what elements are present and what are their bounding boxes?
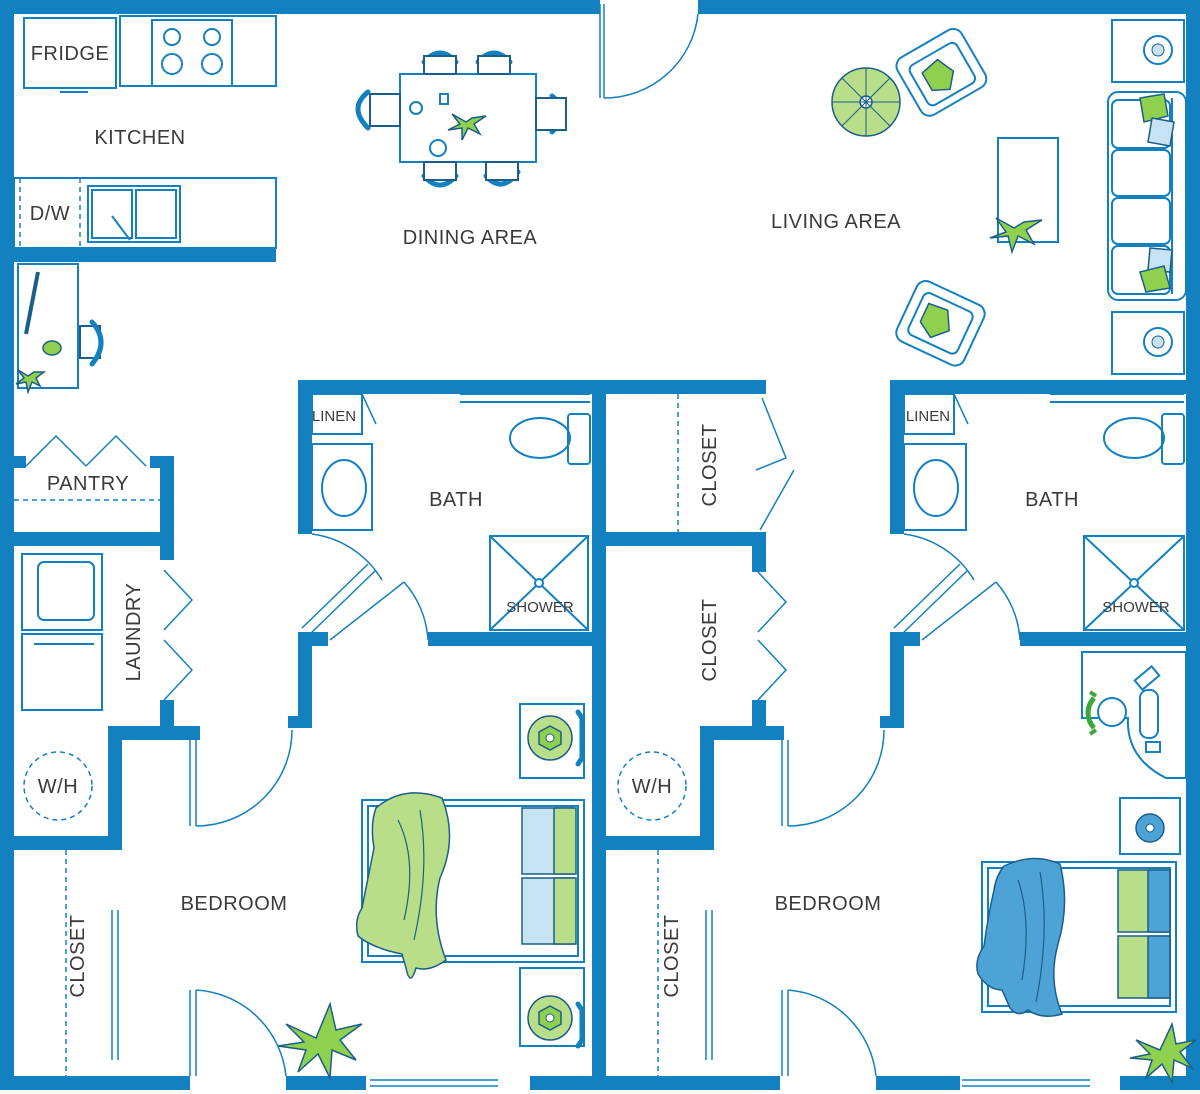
closet-bed2-label: CLOSET <box>661 914 683 997</box>
vanity-1 <box>311 443 373 531</box>
washer <box>21 553 103 631</box>
toilet-2 <box>1103 413 1185 465</box>
closet-hall-top-label: CLOSET <box>699 423 721 506</box>
armchair-top <box>895 27 988 117</box>
pantry: PANTRY <box>14 434 160 501</box>
dining-area: DINING AREA <box>355 50 567 249</box>
bedroom-2: BEDROOM CLOSET <box>657 729 1197 1087</box>
kitchen: FRIDGE KITCHEN D/W <box>13 15 277 249</box>
bed-2 <box>976 857 1177 1017</box>
toilet-1 <box>509 413 591 465</box>
bed-1 <box>355 792 585 979</box>
dryer <box>21 633 103 711</box>
bath-1-label: BATH <box>429 489 483 511</box>
shower-2-label: SHOWER <box>1102 599 1170 616</box>
bath-1: LINEN BATH SHOWER <box>301 393 591 641</box>
sofa <box>1107 91 1187 301</box>
bedroom-1-label: BEDROOM <box>181 893 288 915</box>
living-label: LIVING AREA <box>771 211 901 233</box>
linen-1-label: LINEN <box>312 408 356 425</box>
front-door[interactable] <box>599 4 699 99</box>
dining-table <box>399 73 537 163</box>
counter <box>13 177 277 249</box>
laundry-label: LAUNDRY <box>123 583 145 682</box>
shower-2: SHOWER <box>1083 535 1185 631</box>
water-heater <box>23 751 93 821</box>
dishwasher-label: D/W <box>30 203 70 225</box>
bedroom-1: BEDROOM CLOSET <box>65 703 585 1087</box>
fridge <box>23 17 117 89</box>
plant-icon <box>447 113 487 141</box>
sink <box>87 185 181 243</box>
closet-bed1-label: CLOSET <box>67 914 89 997</box>
shower-1: SHOWER <box>489 535 589 631</box>
laundry: LAUNDRY W/H <box>21 553 194 821</box>
stove <box>151 19 233 87</box>
pantry-label: PANTRY <box>47 473 129 495</box>
plant-icon <box>1129 1021 1197 1085</box>
plant-icon <box>15 369 47 395</box>
bath-2: LINEN BATH SHOWER <box>893 393 1185 641</box>
desk <box>17 263 79 389</box>
plant-icon <box>277 1001 363 1081</box>
water-heater-2-label: W/H <box>632 776 672 798</box>
side-table-bottom <box>1111 311 1185 375</box>
water-heater-label: W/H <box>38 776 78 798</box>
interior-walls <box>0 248 1200 1080</box>
closet-hall-mid-label: CLOSET <box>699 598 721 681</box>
linen-2-label: LINEN <box>906 408 950 425</box>
side-table-top <box>1111 19 1185 83</box>
desk-nook <box>15 263 104 395</box>
armchair-bottom <box>895 280 986 367</box>
nightstand-1-top <box>519 703 585 779</box>
dining-label: DINING AREA <box>403 227 538 249</box>
coffee-table <box>997 137 1059 243</box>
bedroom-2-label: BEDROOM <box>775 893 882 915</box>
shower-1-label: SHOWER <box>506 599 574 616</box>
nightstand-1-bottom <box>519 967 585 1049</box>
vanity-desk <box>1081 651 1187 779</box>
fridge-label: FRIDGE <box>31 43 110 65</box>
kitchen-label: KITCHEN <box>94 127 185 149</box>
hall-closets: CLOSET CLOSET W/H <box>617 394 795 821</box>
bath-2-label: BATH <box>1025 489 1079 511</box>
plant-icon <box>989 217 1043 255</box>
ottoman <box>831 67 901 137</box>
nightstand-2 <box>1119 797 1181 855</box>
water-heater-2 <box>617 751 687 821</box>
vanity-2 <box>903 443 967 531</box>
living-area: LIVING AREA <box>771 19 1187 375</box>
